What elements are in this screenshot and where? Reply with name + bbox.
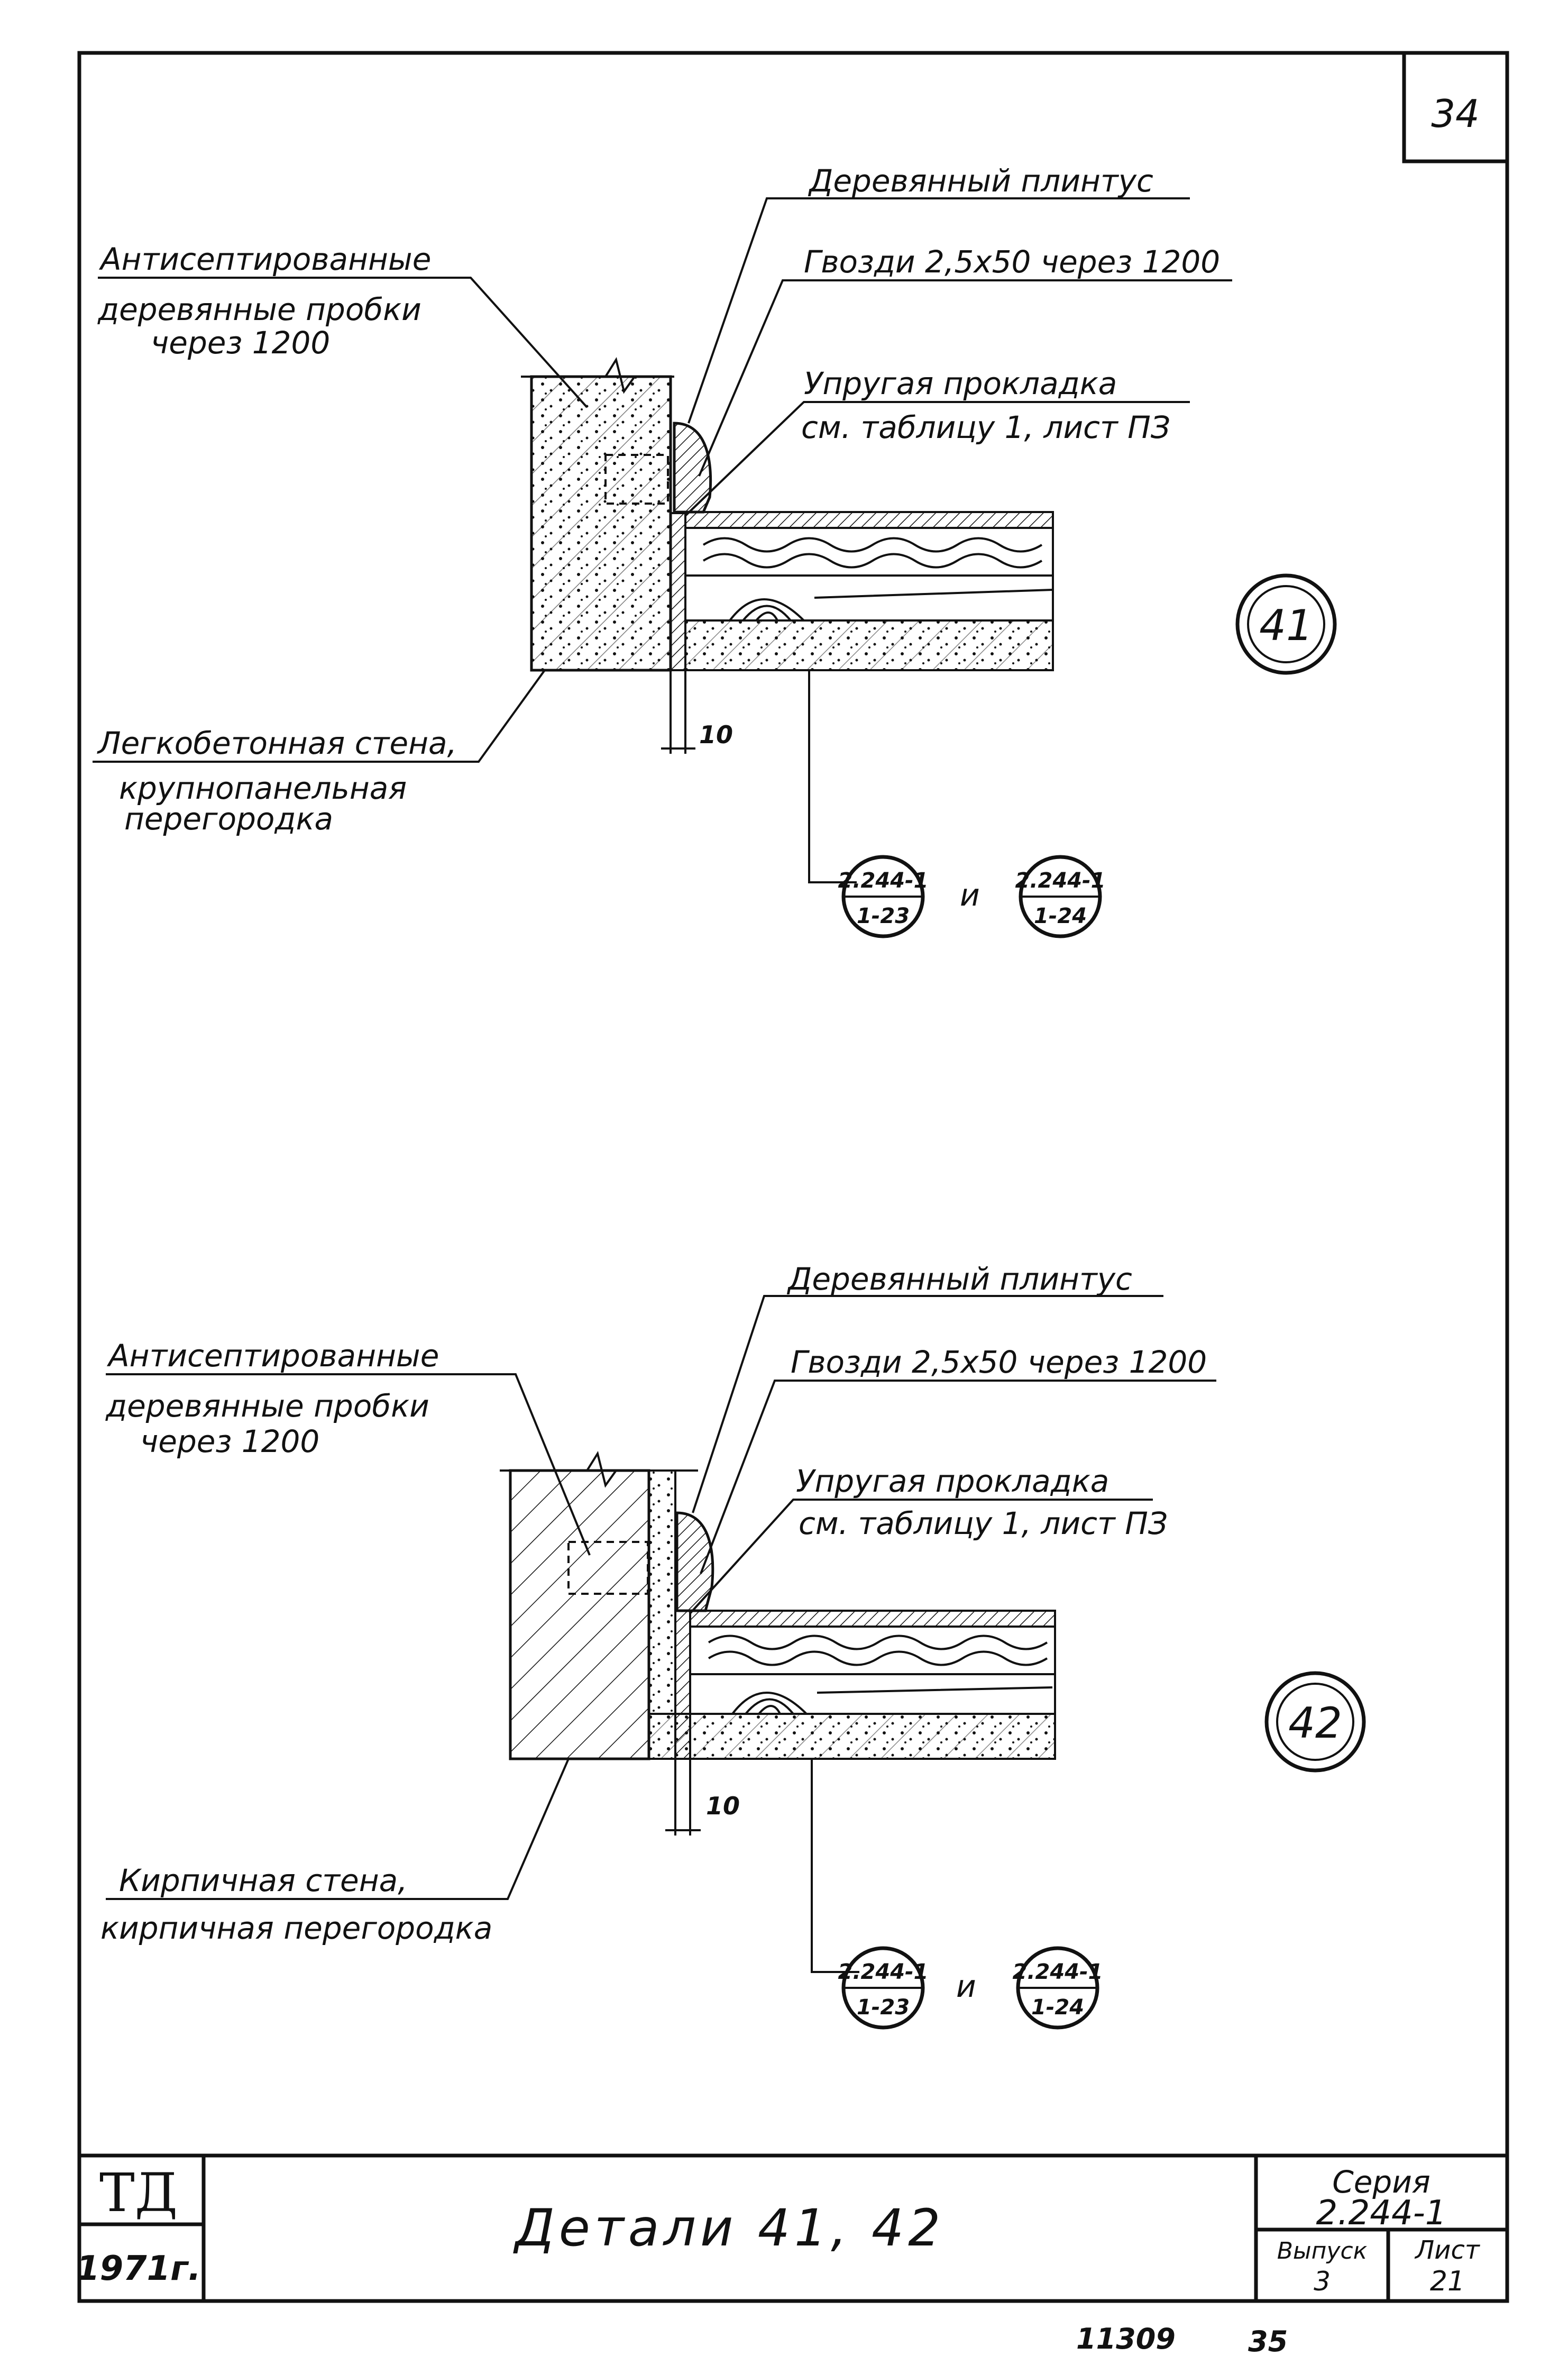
reference-b-bottom-42: 1-24 — [1031, 1995, 1084, 2020]
label-baseboard-42: Деревянный плинтус — [786, 1261, 1132, 1297]
wooden-plug — [604, 454, 669, 505]
label-wall-line2-41: крупнопанельная — [119, 770, 407, 806]
joist-rings-42 — [731, 1686, 1053, 1715]
brick-wall — [509, 1469, 650, 1760]
reference-b-top-42: 2.244-1 — [1013, 1960, 1103, 1984]
label-wall-line3-41: перегородка — [124, 801, 333, 837]
reference-a-top-41: 2.244-1 — [838, 869, 929, 893]
floor-boards-42 — [689, 1626, 1056, 1675]
label-plugs-line2-41: деревянные пробки — [97, 291, 421, 327]
wood-grain-41 — [702, 537, 1043, 569]
page-number: 34 — [1431, 92, 1480, 136]
detail-42: 10 Деревянный плинтус Гвозди 2,5х50 чере… — [100, 1261, 1366, 2030]
stamp-td: ТД — [99, 2162, 178, 2224]
label-nails-42: Гвозди 2,5х50 через 1200 — [791, 1344, 1207, 1380]
floor-finish-41 — [684, 511, 1054, 529]
label-plugs-line1-41: Антисептированные — [98, 241, 431, 277]
stamp-year: 1971г. — [76, 2249, 201, 2288]
reference-circle-a-41 — [841, 855, 925, 938]
detail-marker-41-number: 41 — [1259, 601, 1313, 650]
reference-a-bottom-42: 1-23 — [857, 1995, 910, 2020]
label-wall-line1-42: Кирпичная стена, — [119, 1862, 408, 1898]
detail-marker-42-number: 42 — [1288, 1699, 1342, 1748]
detail-41: 10 Деревянный плинтус Гвозди 2,5х50 чере… — [93, 163, 1337, 938]
dimension-42: 10 — [706, 1792, 740, 1820]
drawing-title: Детали 41, 42 — [513, 2198, 945, 2258]
wall-hatch — [531, 377, 671, 670]
label-wall-line2-42: кирпичная перегородка — [100, 1910, 492, 1946]
slab-hatch-42 — [649, 1714, 1055, 1759]
wall-break-mark — [521, 357, 674, 394]
leader-nails-42 — [700, 1380, 1216, 1574]
sheet-value: 21 — [1430, 2266, 1465, 2297]
leader-wall-41 — [93, 669, 546, 763]
wooden-plug-42 — [567, 1541, 649, 1595]
label-plugs-line3-42: через 1200 — [140, 1423, 319, 1459]
wall-break-mark-42 — [500, 1450, 698, 1488]
leader-refs-42 — [811, 1759, 859, 1973]
leader-refs-41 — [808, 670, 857, 883]
reference-b-top-41: 2.244-1 — [1015, 869, 1106, 893]
sheet-label: Лист — [1414, 2235, 1481, 2265]
leader-baseboard-41 — [687, 197, 1190, 424]
reference-a-top-42: 2.244-1 — [838, 1960, 929, 1984]
label-nails-41: Гвозди 2,5х50 через 1200 — [804, 244, 1220, 280]
page-number-box — [1402, 53, 1507, 163]
label-baseboard-41: Деревянный плинтус — [808, 163, 1153, 199]
series-label: Серия — [1332, 2164, 1431, 2200]
detail-marker-41 — [1235, 573, 1337, 675]
leader-pad-41 — [684, 401, 1190, 517]
leader-pad-42 — [689, 1499, 1153, 1614]
sheet-frame — [77, 51, 1509, 2303]
label-plugs-line2-42: деревянные пробки — [105, 1388, 429, 1424]
label-pad-line1-42: Упругая прокладка — [796, 1463, 1109, 1499]
detail-marker-42 — [1264, 1671, 1366, 1773]
footer-code: 11309 — [1076, 2322, 1176, 2355]
detail-marker-42-inner — [1276, 1683, 1354, 1761]
leader-nails-41 — [698, 279, 1232, 477]
wooden-baseboard-42 — [675, 1511, 714, 1612]
label-plugs-line3-41: через 1200 — [151, 325, 330, 361]
detail-marker-41-inner — [1247, 585, 1325, 663]
title-block: ТД 1971г. Детали 41, 42 Серия 2.244-1 Вы… — [76, 2153, 1507, 2301]
footer-page: 35 — [1248, 2325, 1288, 2358]
reference-a-bottom-41: 1-23 — [857, 904, 910, 928]
floor-boards-41 — [684, 527, 1054, 577]
reference-circle-b-41 — [1019, 855, 1102, 938]
elastic-pad — [670, 512, 686, 671]
series-value: 2.244-1 — [1316, 2194, 1446, 2233]
label-plugs-line1-42: Антисептированные — [106, 1338, 439, 1374]
reference-and-41: и — [960, 877, 980, 913]
leader-baseboard-42 — [692, 1295, 1163, 1513]
issue-label: Выпуск — [1277, 2238, 1368, 2265]
joist-layer-41 — [684, 574, 1054, 622]
label-wall-line1-41: Легкобетонная стена, — [97, 725, 457, 761]
reference-circle-b-42 — [1016, 1946, 1099, 2030]
issue-value: 3 — [1314, 2266, 1331, 2297]
wood-grain-42 — [708, 1635, 1048, 1666]
reference-and-42: и — [956, 1968, 976, 2004]
joist-rings-41 — [729, 589, 1053, 622]
label-pad-line2-41: см. таблицу 1, лист ПЗ — [801, 409, 1170, 445]
leader-plugs-42 — [106, 1373, 591, 1556]
reference-circle-a-42 — [841, 1946, 925, 2030]
slab-hatch-41 — [685, 620, 1053, 670]
label-pad-line1-41: Упругая прокладка — [804, 366, 1117, 401]
leader-wall-42 — [106, 1758, 570, 1900]
wooden-baseboard — [673, 422, 712, 514]
floor-finish-42 — [689, 1610, 1056, 1628]
dimension-41: 10 — [699, 720, 733, 749]
leader-plugs-41 — [98, 277, 588, 408]
reference-b-bottom-41: 1-24 — [1034, 904, 1087, 928]
joist-layer-42 — [689, 1673, 1056, 1715]
label-pad-line2-42: см. таблицу 1, лист ПЗ — [799, 1505, 1168, 1541]
